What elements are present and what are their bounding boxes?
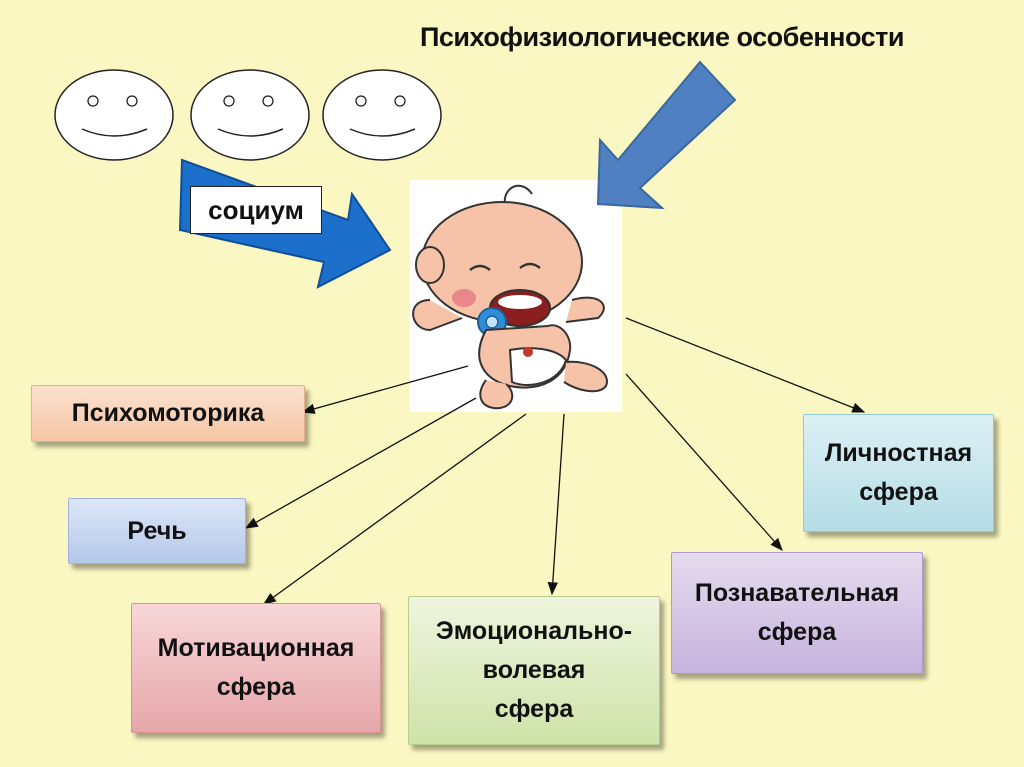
emotional-label-line2: волевая	[482, 656, 586, 685]
slide-title: Психофизиологические особенности	[420, 22, 904, 52]
motivation-label-line2: сфера	[216, 673, 296, 701]
connector-arrow	[625, 373, 783, 551]
connector-arrow	[547, 413, 565, 596]
connector-arrow	[262, 413, 527, 605]
emotional-volitional-sphere-box: Эмоционально- волевая сфера	[408, 596, 660, 745]
psychomotor-box: Психомоторика	[31, 385, 305, 442]
cognitive-label-line2: сфера	[757, 618, 837, 646]
smiley-face-icon	[54, 69, 174, 161]
personal-label-line1: Личностная	[824, 439, 973, 468]
connector-arrow	[625, 317, 866, 413]
speech-label: Речь	[127, 516, 187, 545]
smiley-face-icon	[322, 69, 442, 161]
cognitive-sphere-box: Познавательная сфера	[671, 552, 923, 674]
smiley-face-icon	[190, 69, 310, 161]
connector-arrow	[301, 365, 469, 414]
socium-label: социум	[208, 194, 304, 225]
motivation-label-line1: Мотивационная	[157, 634, 355, 663]
cognitive-label-line1: Познавательная	[694, 579, 900, 608]
speech-box: Речь	[68, 498, 246, 564]
connector-arrow	[244, 397, 477, 529]
psychomotor-label: Психомоторика	[71, 399, 265, 428]
motivation-sphere-box: Мотивационная сфера	[131, 603, 381, 733]
personal-label-line2: сфера	[859, 478, 938, 506]
personal-sphere-box: Личностная сфера	[803, 414, 994, 532]
socium-label-box: социум	[190, 186, 322, 234]
top-arrow-icon	[596, 60, 737, 210]
emotional-label-line1: Эмоционально-	[435, 617, 633, 646]
emotional-label-line3: сфера	[494, 694, 574, 723]
baby-icon	[412, 184, 608, 410]
